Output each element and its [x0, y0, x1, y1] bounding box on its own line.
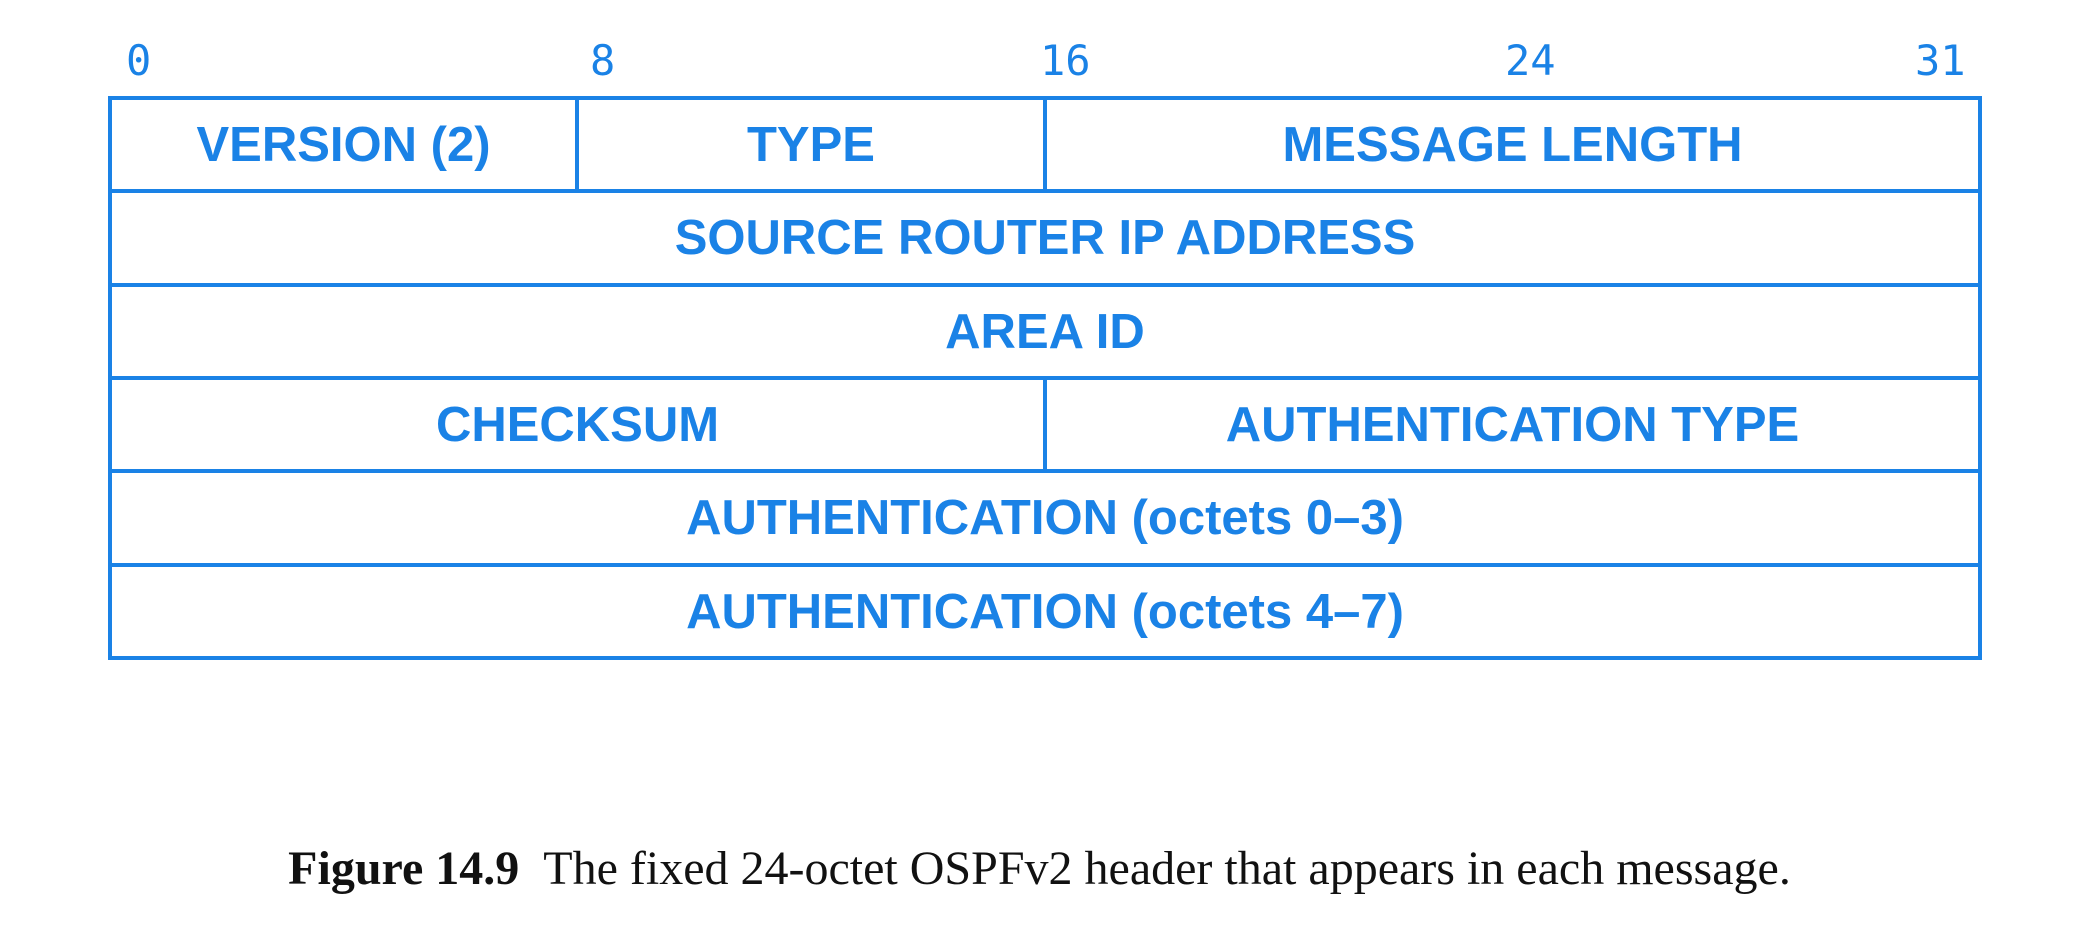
field-message-length: MESSAGE LENGTH: [1282, 117, 1743, 172]
field-source-router-ip: SOURCE ROUTER IP ADDRESS: [674, 211, 1416, 265]
bit-label-31: 31: [1915, 36, 1966, 85]
bit-label-24: 24: [1505, 36, 1556, 85]
field-authentication-0-3: AUTHENTICATION (octets 0–3): [686, 491, 1404, 545]
field-type: TYPE: [747, 117, 875, 172]
field-version: VERSION (2): [196, 117, 491, 172]
figure-caption-text: The fixed 24-octet OSPFv2 header that ap…: [543, 842, 1791, 895]
figure-caption: Figure 14.9 The fixed 24-octet OSPFv2 he…: [0, 842, 2079, 896]
field-checksum: CHECKSUM: [435, 397, 720, 452]
bit-label-16: 16: [1040, 36, 1091, 85]
figure-number: Figure 14.9: [288, 842, 520, 895]
bit-label-8: 8: [590, 36, 616, 85]
bit-label-0: 0: [126, 36, 152, 85]
field-authentication-4-7: AUTHENTICATION (octets 4–7): [686, 584, 1404, 639]
field-authentication-type: AUTHENTICATION TYPE: [1225, 397, 1800, 452]
field-area-id: AREA ID: [945, 304, 1145, 359]
